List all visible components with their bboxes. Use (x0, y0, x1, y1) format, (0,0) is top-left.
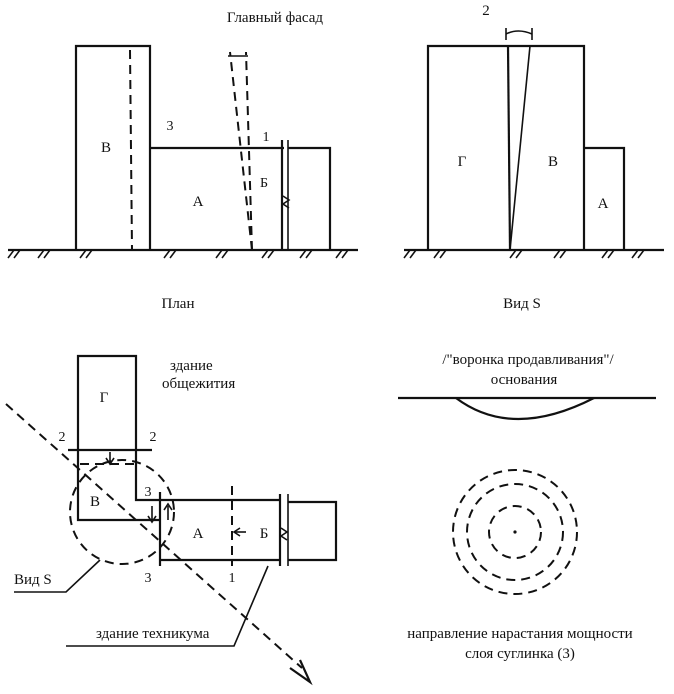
tall-block-v (74, 44, 152, 250)
dashed-line-tall-block (129, 49, 133, 251)
plan-block-v-right (134, 450, 160, 502)
plan-view: Г здание общежития 2 2 В 3 3 А Б 1 (5, 354, 338, 686)
plan-title: План (161, 296, 194, 312)
settlement-circle-outer (452, 469, 578, 595)
label-block-a-right: А (598, 196, 609, 212)
ground-hatching-left (7, 249, 349, 259)
view-s-circle (69, 459, 175, 565)
label-block-a-left: А (193, 194, 204, 210)
direction-arrow-head (289, 659, 313, 686)
mark-1-plan: 1 (229, 571, 236, 586)
plan-block-g (76, 354, 138, 450)
tall-block-g-v (426, 44, 586, 250)
plan-label-g: Г (100, 390, 109, 406)
mark-2-plan-right: 2 (150, 430, 157, 445)
vid-s-label: Вид S (14, 572, 52, 588)
view-s: /"воронка продавливания"/ основания напр… (398, 352, 656, 662)
divider-line (506, 45, 512, 251)
direction-dashed-line (5, 403, 303, 669)
break-mark-facade (281, 195, 291, 209)
low-block-a-right (584, 146, 626, 250)
funnel-label-line1: /"воронка продавливания"/ (442, 352, 614, 368)
direction-label-line2: слоя суглинка (3) (465, 646, 575, 662)
plan-label-a: А (193, 526, 204, 542)
settlement-circle-middle (466, 483, 564, 581)
left-facade: В 3 А Б 1 (7, 44, 358, 259)
label-block-v-right: В (548, 154, 558, 170)
arrow-3-head-left (147, 515, 157, 524)
dorm-label-line1: здание (170, 358, 213, 374)
direction-label-line1: направление нарастания мощности (407, 626, 632, 642)
mark-2-right-facade: 2 (482, 3, 490, 19)
technikum-label: здание техникума (96, 626, 210, 642)
settlement-center-point (513, 530, 517, 534)
ground-hatching-right (403, 249, 645, 259)
tilt-dashed-2 (245, 51, 253, 251)
vid-s-leader (14, 559, 101, 593)
label-block-g-right: Г (458, 154, 467, 170)
label-block-v-left: В (101, 140, 111, 156)
mark-3-plan-top: 3 (145, 485, 152, 500)
tilt-dashed-1 (229, 51, 253, 251)
plan-label-b: Б (260, 526, 269, 542)
mark-3-left-facade: 3 (167, 119, 174, 134)
plan-break-mark (279, 527, 289, 541)
plan-block-b (288, 500, 338, 562)
arrow-3-head-right (163, 502, 173, 511)
dorm-label-line2: общежития (162, 376, 235, 392)
plan-label-v: В (90, 494, 100, 510)
right-facade: 2 Г В А (403, 3, 664, 259)
funnel-curve (455, 397, 595, 420)
mark-3-plan-bottom: 3 (145, 571, 152, 586)
settlement-circle-inner (488, 505, 542, 559)
tilt-line-right (509, 45, 531, 251)
view-s-title: Вид S (503, 296, 541, 312)
arrow-1-head (232, 527, 241, 537)
mark-1-left-facade: 1 (263, 130, 270, 145)
mark-2-plan-left: 2 (59, 430, 66, 445)
block-b-outline (288, 146, 332, 250)
technikum-leader (66, 565, 269, 647)
plan-block-v-left (76, 450, 160, 522)
tilt-angle-arc (505, 30, 533, 35)
funnel-label-line2: основания (491, 372, 558, 388)
label-block-b-left: Б (260, 176, 268, 191)
main-facade-title: Главный фасад (227, 10, 324, 26)
